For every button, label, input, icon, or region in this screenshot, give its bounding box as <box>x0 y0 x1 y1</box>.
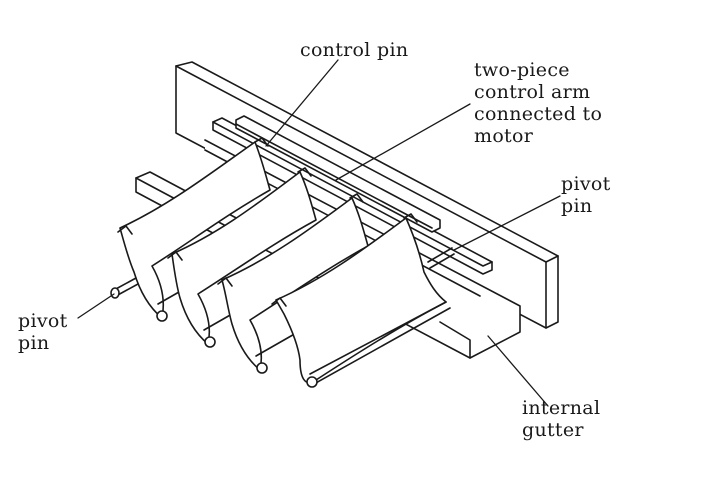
leader-pivot-pin-right <box>453 195 561 251</box>
louver-blade-2 <box>167 167 317 348</box>
pivot-pin-right <box>427 247 455 269</box>
louver-blade-4 <box>271 213 451 388</box>
leader-internal-gutter <box>487 335 549 407</box>
label-control-arm: two-piece control arm connected to motor <box>474 59 603 147</box>
leader-control-arm <box>335 103 471 181</box>
leader-control-pin <box>265 59 339 147</box>
pivot-pin-left <box>110 277 139 299</box>
label-pivot-pin-left: pivot pin <box>18 310 68 354</box>
label-control-pin: control pin <box>300 39 409 61</box>
label-internal-gutter: internal gutter <box>522 397 601 441</box>
leader-lines <box>77 59 561 407</box>
label-pivot-pin-right: pivot pin <box>561 173 611 217</box>
leader-pivot-pin-left <box>77 293 115 319</box>
